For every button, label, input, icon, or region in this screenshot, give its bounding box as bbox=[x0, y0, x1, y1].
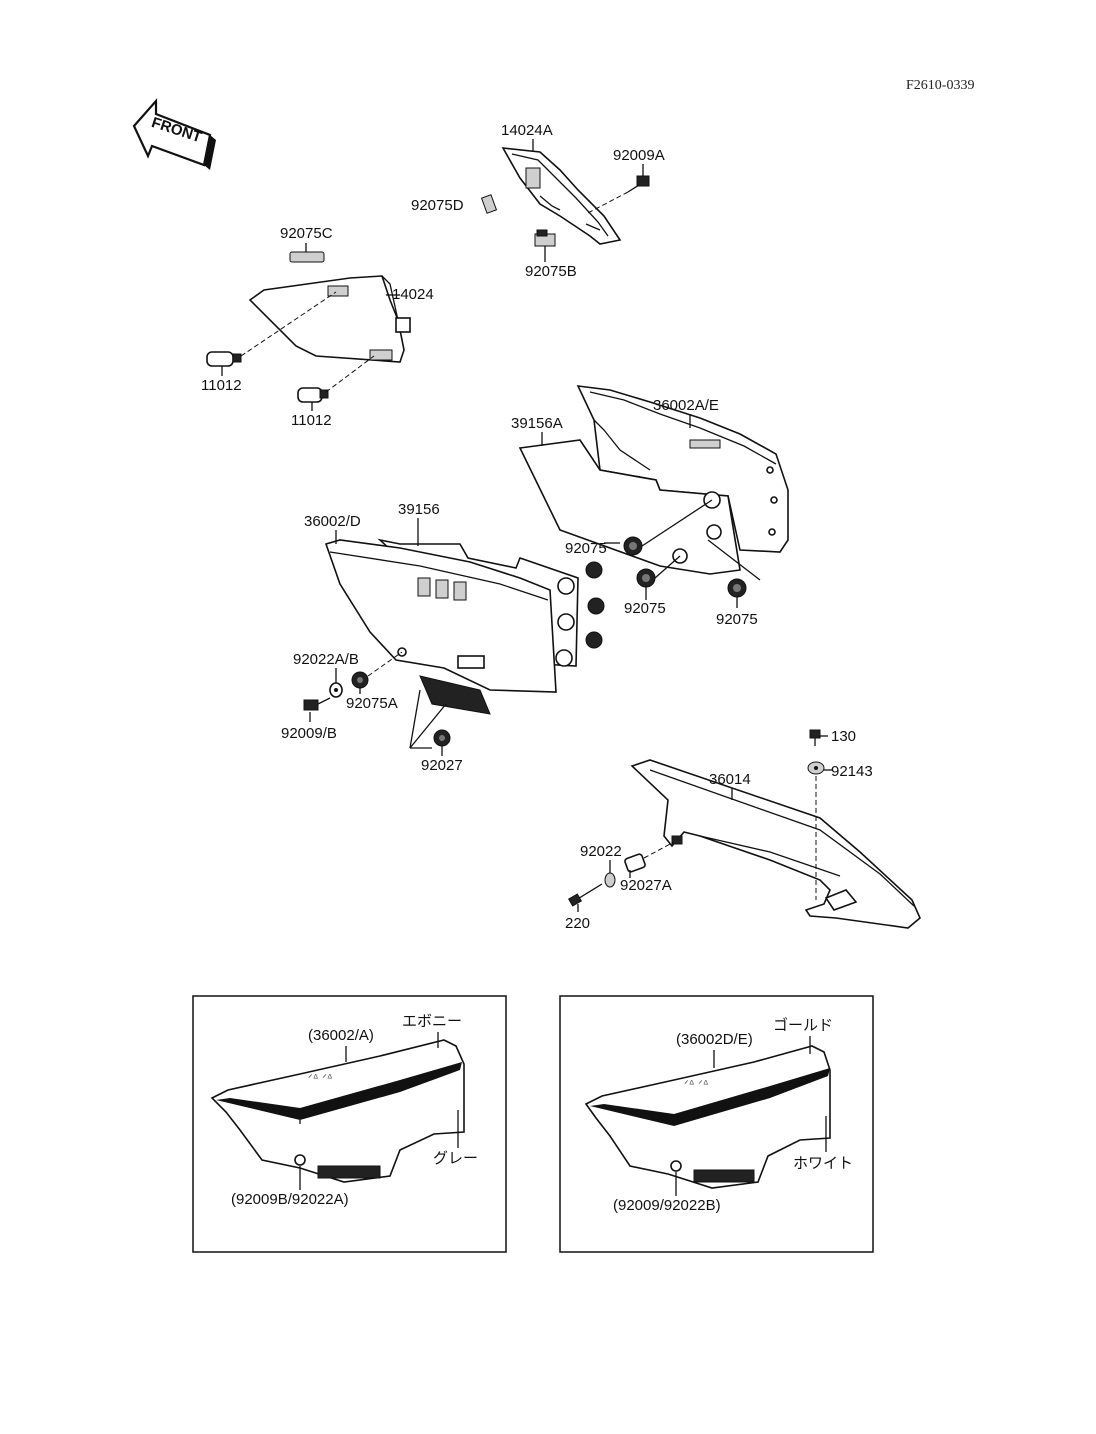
label-92075-b: 92075 bbox=[624, 600, 666, 617]
washer-92022-icon bbox=[604, 872, 616, 888]
grommet-92075-b-icon bbox=[636, 568, 656, 588]
grommet-92075-a-icon bbox=[623, 536, 643, 556]
label-36002ae: 36002A/E bbox=[653, 397, 719, 414]
label-36002d: 36002/D bbox=[304, 513, 361, 530]
inset-right: ᐟᐞ ᐟᐞ bbox=[559, 995, 874, 1253]
nut-92143-icon bbox=[807, 761, 825, 775]
screw-92009a-icon bbox=[627, 175, 650, 193]
pad-39156a bbox=[518, 439, 741, 575]
label-92022: 92022 bbox=[580, 843, 622, 860]
spacer-92027a-icon bbox=[624, 853, 646, 873]
chain-cover-36014 bbox=[630, 759, 921, 929]
svg-text:ᐟᐞ ᐟᐞ: ᐟᐞ ᐟᐞ bbox=[684, 1078, 709, 1091]
grommet-left-3-icon bbox=[585, 631, 603, 649]
label-220: 220 bbox=[565, 915, 590, 932]
label-92075-c: 92075 bbox=[716, 611, 758, 628]
label-39156: 39156 bbox=[398, 501, 440, 518]
grommet-92075-c-icon bbox=[727, 578, 747, 598]
label-92027a: 92027A bbox=[620, 877, 672, 894]
label-39156a: 39156A bbox=[511, 415, 563, 432]
label-92143: 92143 bbox=[831, 763, 873, 780]
side-cover-36002d bbox=[324, 539, 557, 715]
bracket-14024a bbox=[501, 147, 622, 245]
grommet-92075b-icon bbox=[534, 229, 556, 247]
grommet-92075a-icon bbox=[351, 671, 369, 689]
inset-right-fasteners: (92009/92022B) bbox=[613, 1197, 721, 1214]
lamp-11012-a-icon bbox=[206, 351, 242, 367]
label-92009a: 92009A bbox=[613, 147, 665, 164]
label-92075c: 92075C bbox=[280, 225, 333, 242]
label-92075b: 92075B bbox=[525, 263, 577, 280]
label-11012-a: 11012 bbox=[201, 377, 242, 394]
label-11012-b: 11012 bbox=[291, 412, 332, 429]
inset-left-color-top: エボニー bbox=[402, 1013, 462, 1030]
screw-92009b-icon bbox=[303, 697, 331, 711]
inset-left-fasteners: (92009B/92022A) bbox=[231, 1191, 349, 1208]
grommet-left-2-icon bbox=[587, 597, 605, 615]
washer-92022ab-icon bbox=[329, 682, 343, 698]
front-arrow-icon: FRONT bbox=[132, 98, 216, 170]
grommet-92075d-icon bbox=[480, 194, 498, 214]
bolt-220-icon bbox=[567, 883, 603, 907]
inset-left-part: (36002/A) bbox=[308, 1027, 374, 1044]
grommet-left-1-icon bbox=[585, 561, 603, 579]
label-130: 130 bbox=[831, 728, 856, 745]
label-92075a: 92075A bbox=[346, 695, 398, 712]
cover-14024 bbox=[248, 275, 411, 363]
label-92075-a: 92075 bbox=[565, 540, 607, 557]
label-14024a: 14024A bbox=[501, 122, 553, 139]
label-14024: 14024 bbox=[392, 286, 434, 303]
label-36014: 36014 bbox=[709, 771, 751, 788]
inset-left: ᐟᐞ ᐟᐞ bbox=[192, 995, 507, 1253]
bolt-130-icon bbox=[809, 729, 821, 746]
svg-text:ᐟᐞ ᐟᐞ: ᐟᐞ ᐟᐞ bbox=[308, 1072, 333, 1085]
lamp-11012-b-icon bbox=[297, 387, 329, 403]
label-92027: 92027 bbox=[421, 757, 463, 774]
grommet-92027-icon bbox=[433, 729, 451, 747]
inset-right-part: (36002D/E) bbox=[676, 1031, 753, 1048]
document-code: F2610-0339 bbox=[906, 78, 974, 93]
grommet-92075c-icon bbox=[289, 251, 325, 263]
label-92009b: 92009/B bbox=[281, 725, 337, 742]
inset-right-color-top: ゴールド bbox=[773, 1016, 833, 1034]
label-92075d: 92075D bbox=[411, 197, 464, 214]
label-92022ab: 92022A/B bbox=[293, 651, 359, 668]
inset-left-color-bottom: グレー bbox=[433, 1150, 478, 1167]
inset-right-color-bottom: ホワイト bbox=[793, 1155, 853, 1172]
